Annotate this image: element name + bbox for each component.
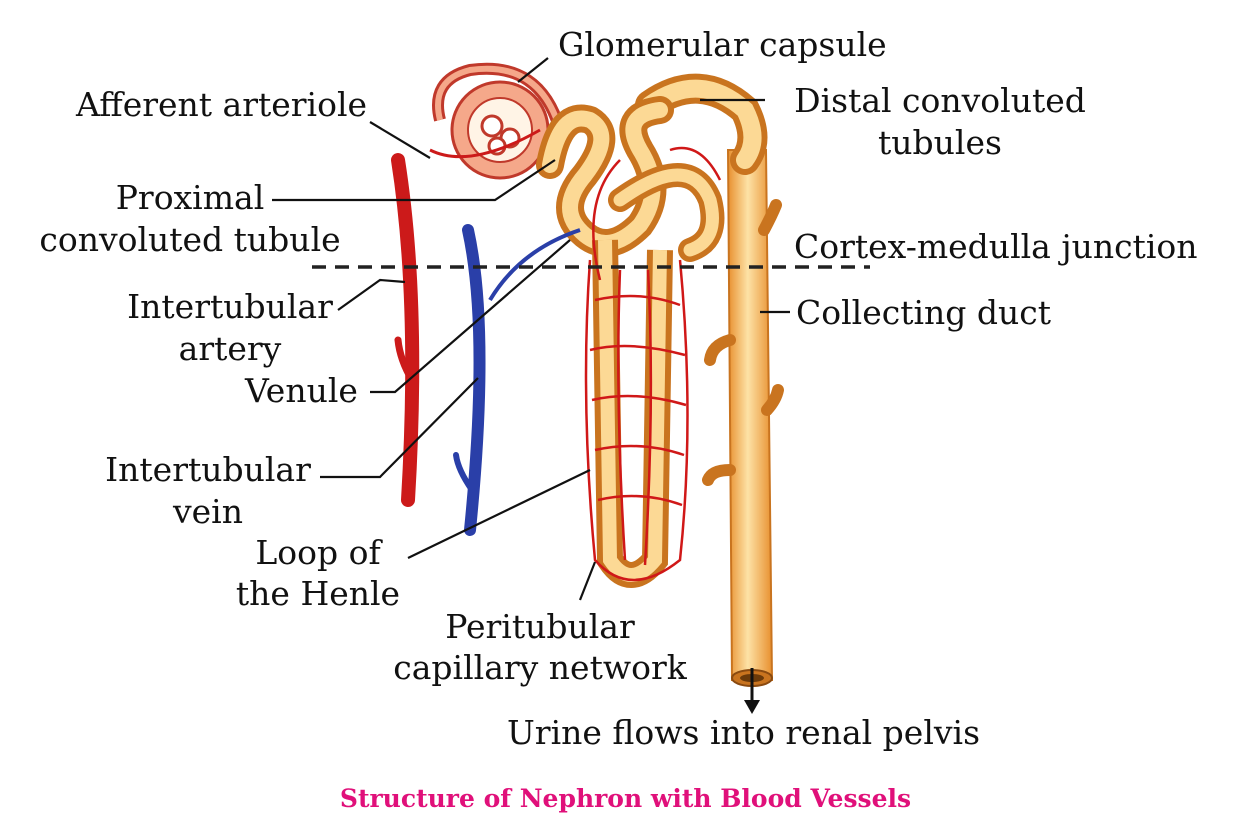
label-intertubular-vein-line2: vein [173,492,243,531]
label-loop-of-henle-line1: Loop of [255,533,381,572]
label-collecting-duct: Collecting duct [796,293,1052,332]
label-proximal-convoluted-line2: convoluted tubule [39,220,341,259]
figure-caption: Structure of Nephron with Blood Vessels [339,784,912,813]
proximal-convoluted-tubule [536,96,725,262]
label-intertubular-artery-line1: Intertubular [127,287,333,326]
glomerular-capsule [450,80,550,180]
label-intertubular-artery-line2: artery [178,329,282,368]
label-distal-convoluted-line2: tubules [878,123,1002,162]
label-peritubular-capillary-line1: Peritubular [445,607,635,646]
label-proximal-convoluted-line1: Proximal [115,178,265,217]
label-intertubular-vein-line1: Intertubular [105,450,311,489]
loop-of-henle [592,239,673,588]
urine-flow-arrow [744,668,760,714]
intertubular-artery [391,128,541,507]
collecting-duct [702,149,784,687]
leader-lines [272,57,790,601]
label-peritubular-capillary-line2: capillary network [393,648,687,687]
intertubular-vein [453,224,581,536]
label-afferent-arteriole: Afferent arteriole [76,85,368,124]
label-urine-flow: Urine flows into renal pelvis [507,713,981,752]
label-cortex-medulla-junction: Cortex-medulla junction [794,227,1198,266]
label-loop-of-henle-line2: the Henle [235,574,401,613]
label-glomerular-capsule: Glomerular capsule [558,25,887,64]
afferent-arteriole [432,62,566,132]
peritubular-capillary-network [584,146,722,582]
label-venule: Venule [245,371,358,410]
label-distal-convoluted-line1: Distal convoluted [794,81,1086,120]
distal-convoluted-tubule [635,73,768,175]
